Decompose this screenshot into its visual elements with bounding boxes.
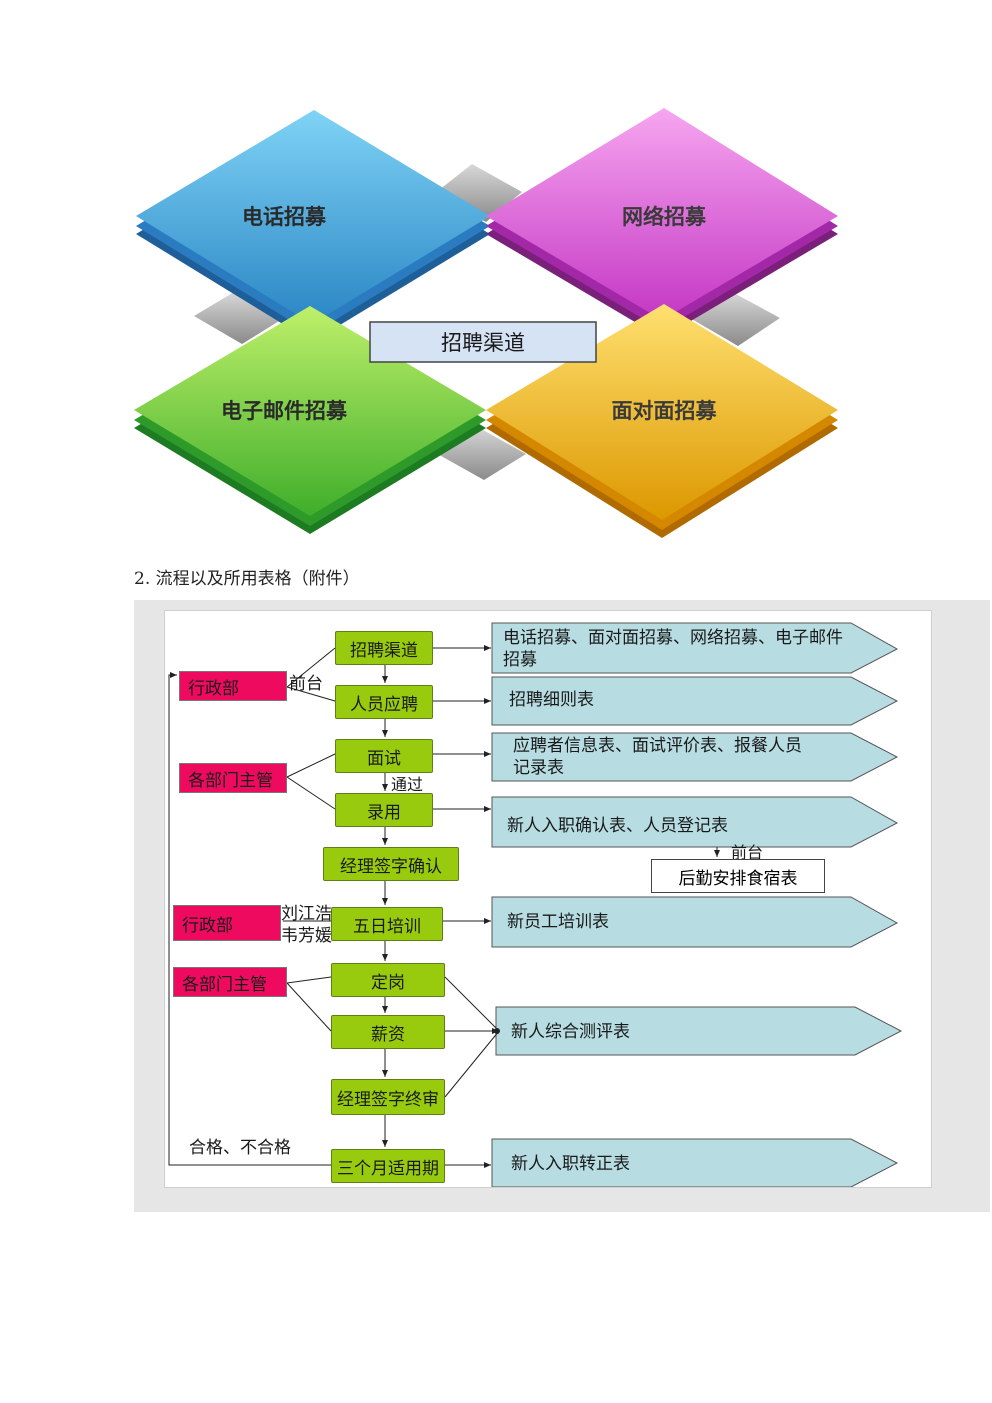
tag-dept-heads-1: 各部门主管 [179,763,287,793]
step-hire: 录用 [335,793,433,827]
form-text-3: 应聘者信息表、面试评价表、报餐人员记录表 [513,736,802,778]
tile-web-label: 网络招募 [622,205,707,229]
tile-phone-label: 电话招募 [242,205,327,229]
form-text-4: 新人入职确认表、人员登记表 [507,816,728,836]
tile-email-label: 电子邮件招募 [221,399,348,423]
form-text-5: 新员工培训表 [507,912,609,932]
step-position: 定岗 [331,963,445,997]
tile-facetoface-label: 面对面招募 [612,399,718,423]
form-arrow-3 [491,732,899,782]
step-probation: 三个月适用期 [331,1149,445,1183]
note-pass: 通过 [391,775,424,794]
tag-dept-heads-2: 各部门主管 [173,967,287,997]
center-label-box [369,321,597,363]
step-channels: 招聘渠道 [335,631,433,665]
note-front-desk-2: 前台 [731,843,764,862]
connector-left [194,292,284,344]
note-trainer-2: 韦芳媛 [281,926,332,946]
step-interview: 面试 [335,739,433,773]
step-manager-sign: 经理签字确认 [323,847,459,881]
step-training: 五日培训 [331,907,443,941]
note-trainer-1: 刘江浩 [281,904,332,924]
connector-top [434,164,522,222]
center-label: 招聘渠道 [441,331,525,355]
form-text-7: 新人入职转正表 [511,1154,630,1174]
tag-admin-1: 行政部 [179,671,287,701]
form-arrow-1 [491,622,899,674]
flowchart-canvas: 招聘渠道 人员应聘 面试 录用 经理签字确认 五日培训 定岗 薪资 经理签字终审… [164,610,932,1188]
form-arrow-6 [495,1006,903,1056]
note-result: 合格、不合格 [189,1138,291,1158]
form-arrow-7 [491,1138,899,1187]
form-arrow-5 [491,896,899,948]
tile-web-recruit: 网络招募 [486,108,838,338]
recruitment-flowchart: 招聘渠道 人员应聘 面试 录用 经理签字确认 五日培训 定岗 薪资 经理签字终审… [134,600,990,1212]
note-front-desk-1: 前台 [289,674,323,694]
step-apply: 人员应聘 [335,685,433,719]
form-text-2: 招聘细则表 [509,690,594,710]
logistics-form-box: 后勤安排食宿表 [651,859,825,893]
form-arrow-4 [491,796,899,848]
form-text-1: 电话招募、面对面招募、网络招募、电子邮件招募 [503,628,843,670]
section-caption: 2. 流程以及所用表格（附件） [134,569,360,589]
form-text-6: 新人综合测评表 [511,1022,630,1042]
tile-phone-recruit: 电话招募 [136,110,490,342]
step-salary: 薪资 [331,1015,445,1049]
step-final-sign: 经理签字终审 [331,1079,445,1115]
recruitment-channels-graphic: 电话招募 网络招募 电子邮件招募 面对面招募 招聘渠道 [134,96,838,546]
form-arrow-2 [491,676,899,726]
tag-admin-2: 行政部 [173,905,281,941]
